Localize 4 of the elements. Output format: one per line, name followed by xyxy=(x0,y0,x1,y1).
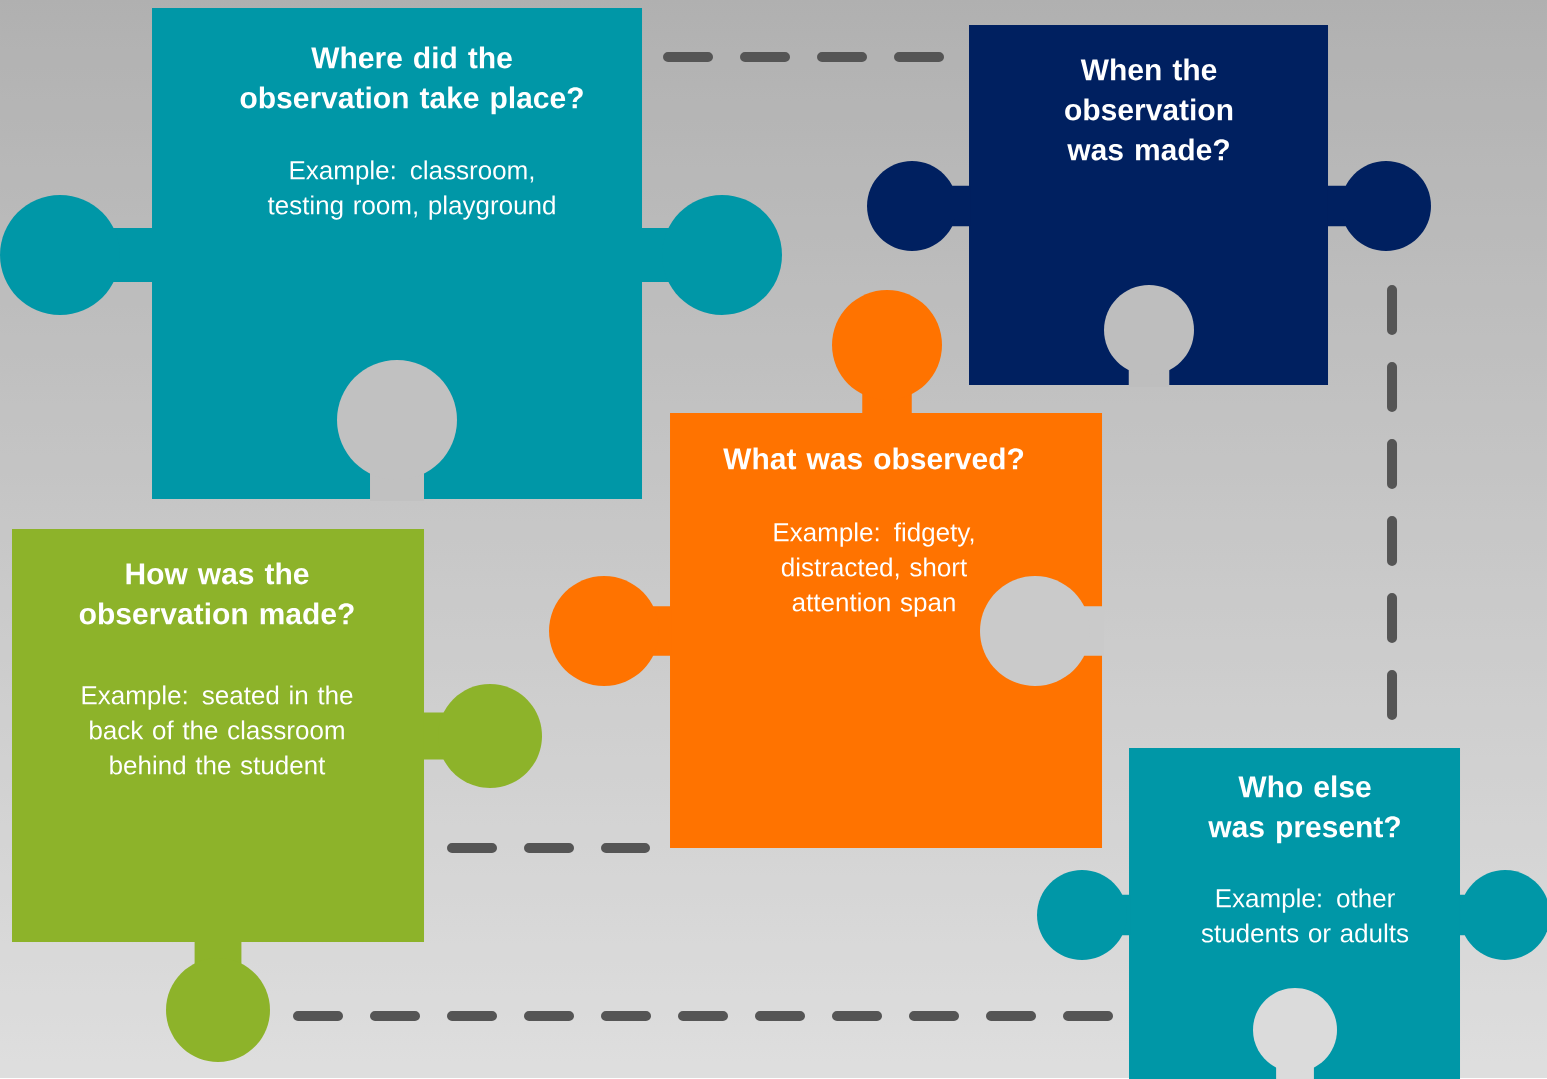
dashed-connector xyxy=(663,52,945,62)
dashed-connector xyxy=(447,843,650,853)
dashed-connector xyxy=(293,1011,1113,1021)
dashed-connector xyxy=(1387,285,1397,720)
